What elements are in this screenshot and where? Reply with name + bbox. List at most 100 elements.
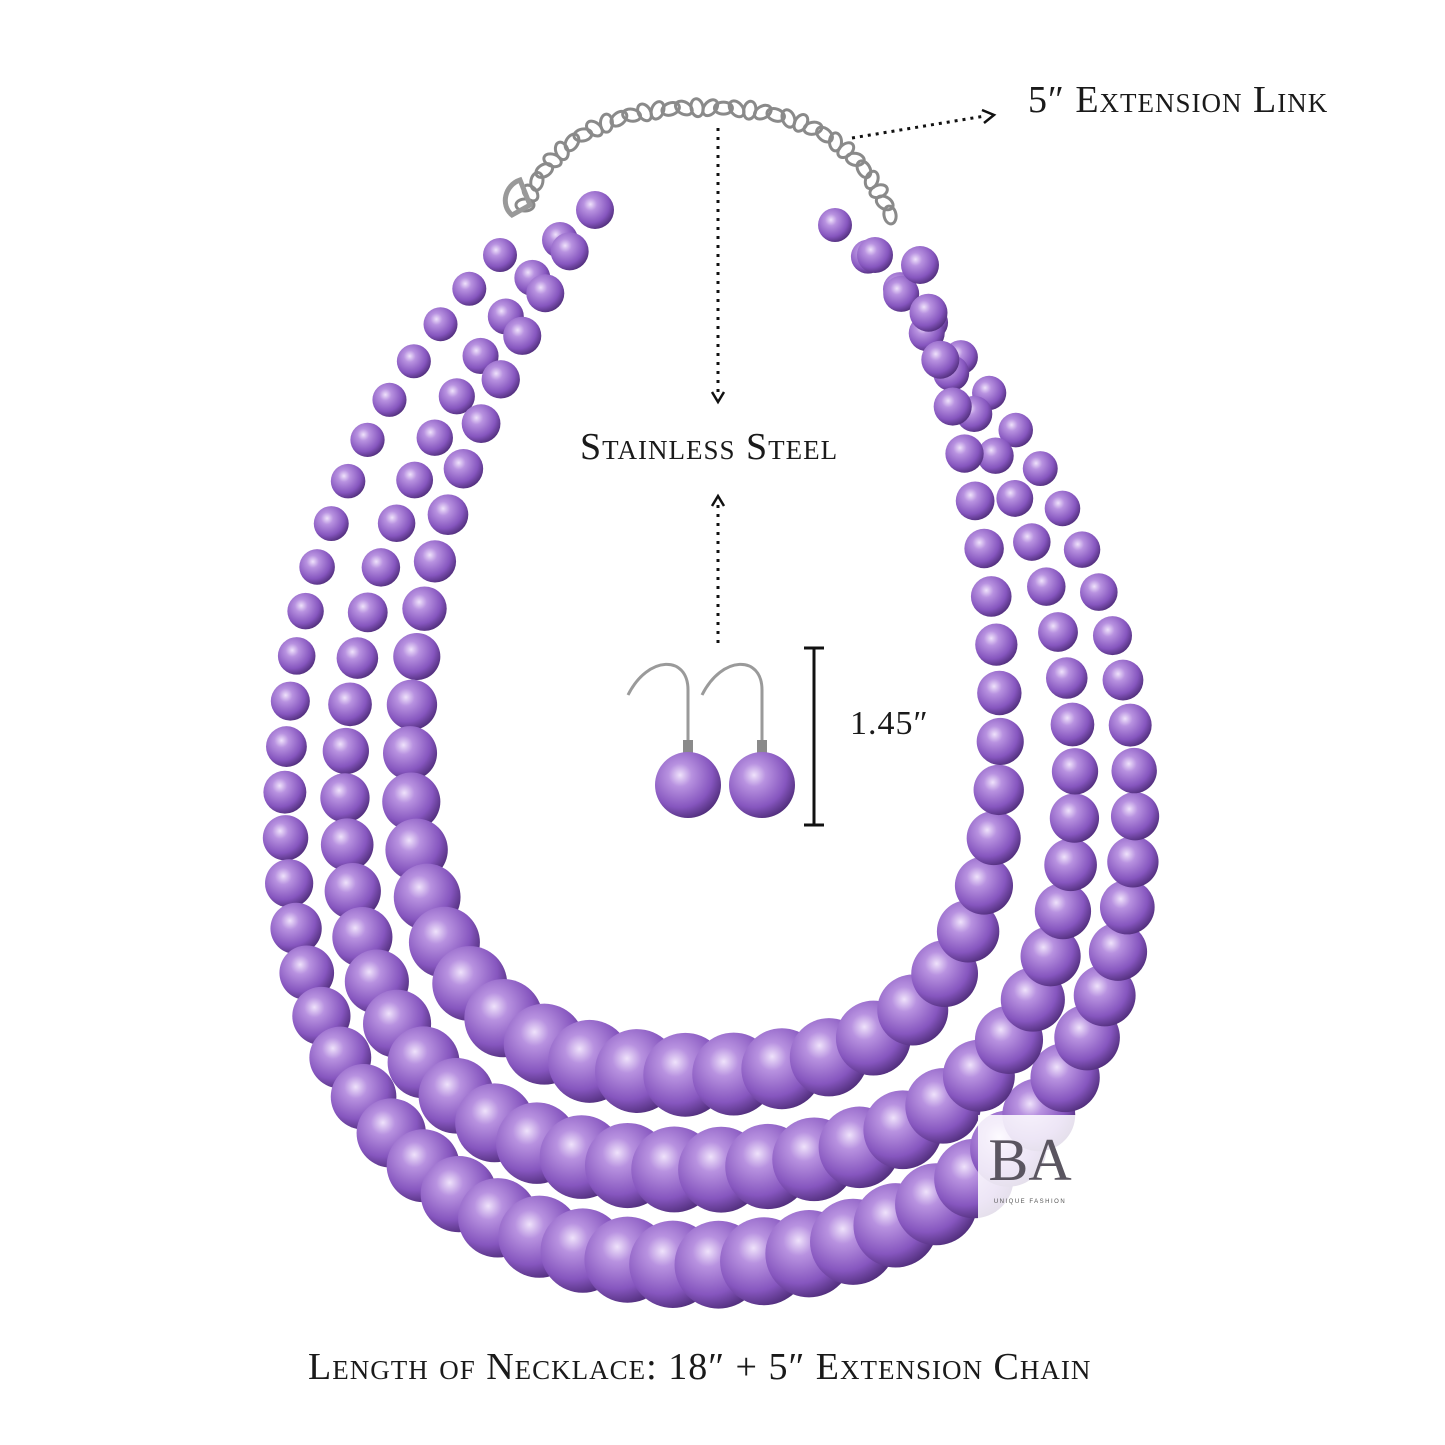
pearl (933, 387, 972, 426)
pearl (413, 540, 457, 583)
pearl (1022, 451, 1058, 487)
lobster-clasp (502, 176, 534, 219)
pearl (347, 592, 388, 633)
chain-link (649, 100, 666, 121)
pearl (402, 586, 447, 631)
chain-link (765, 106, 786, 123)
brand-logo: BA UNIQUE FASHION (978, 1115, 1083, 1220)
pearl (1020, 926, 1081, 987)
pearl (1049, 793, 1100, 843)
length-bracket (804, 646, 824, 827)
pearl (443, 448, 484, 489)
pearl (1034, 882, 1092, 940)
pearl (270, 681, 310, 721)
earring-pearl (729, 752, 795, 818)
logo-text: BA (988, 1127, 1071, 1193)
pearl (313, 506, 349, 542)
pearl (1110, 792, 1160, 841)
chain-link (727, 99, 746, 119)
pearl (955, 481, 995, 521)
pearl (970, 576, 1012, 617)
chain-link (542, 152, 563, 169)
pearl (350, 422, 385, 457)
pearl (396, 344, 431, 379)
extension-chain (502, 97, 898, 226)
pearl (975, 623, 1018, 666)
arrow-head-icon (981, 108, 997, 124)
pearl (382, 772, 441, 831)
pearl (1044, 490, 1081, 527)
pearl (921, 340, 960, 379)
pearl (818, 208, 852, 242)
pearl (1044, 838, 1097, 892)
pearl (1027, 567, 1066, 606)
pearl (330, 463, 366, 499)
earring-length-label: 1.45″ (850, 705, 929, 742)
pearl (461, 404, 501, 443)
pearl (372, 382, 407, 417)
dotted-arrow-steel-top (710, 128, 726, 405)
pearl (396, 461, 434, 499)
pearl (1013, 523, 1051, 561)
pearl (936, 900, 1000, 963)
extension-link-label: 5″ Extension Link (1028, 79, 1329, 121)
pearl (393, 632, 441, 681)
pearl (550, 232, 589, 271)
chain-link (529, 171, 545, 192)
pearl-strand-3 (382, 191, 1024, 1117)
pearl (503, 316, 542, 355)
earring-2 (700, 662, 795, 818)
material-label: Stainless Steel (580, 426, 839, 468)
logo-tagline: UNIQUE FASHION (994, 1199, 1066, 1205)
pearl (483, 238, 517, 272)
earring-pearl (655, 752, 721, 818)
pearl (336, 637, 379, 679)
chain-link (780, 108, 797, 129)
pearl (901, 246, 939, 284)
pearl (977, 437, 1014, 474)
pearl (966, 811, 1021, 866)
chain-link (563, 132, 581, 153)
pearl (324, 863, 381, 920)
pearl (1051, 748, 1099, 795)
pearl (1107, 836, 1159, 888)
pearl (438, 378, 475, 415)
pearl (998, 412, 1033, 448)
chain-link (636, 102, 653, 123)
pearl (386, 679, 438, 730)
pearl (1092, 616, 1133, 656)
pearl (1108, 703, 1152, 747)
pearl (1111, 747, 1157, 794)
chain-link (815, 125, 834, 144)
chain-link (585, 119, 604, 138)
chain-link (609, 109, 629, 128)
pearl (416, 419, 453, 456)
earring-1 (626, 662, 721, 818)
pearl (1050, 702, 1095, 747)
pearl (977, 670, 1022, 716)
pearl (857, 237, 893, 273)
pearl (320, 818, 374, 871)
pearl (377, 504, 416, 543)
pearl (996, 479, 1034, 517)
pearl (265, 859, 314, 908)
pearl (266, 726, 307, 767)
pearl (1088, 922, 1148, 981)
pearl (320, 773, 370, 823)
pearl (322, 727, 369, 775)
chain-link (701, 98, 720, 118)
pearl (954, 856, 1014, 915)
chain-link (882, 204, 898, 226)
pearl (976, 717, 1024, 766)
pearl (526, 274, 565, 313)
pearl (287, 592, 324, 630)
pearl (383, 726, 438, 781)
pearl (909, 293, 948, 332)
pearl (1063, 531, 1101, 568)
pearl (576, 191, 614, 229)
chain-link (844, 151, 866, 167)
pearl-strands (262, 191, 1160, 1309)
chain-link (855, 159, 873, 180)
